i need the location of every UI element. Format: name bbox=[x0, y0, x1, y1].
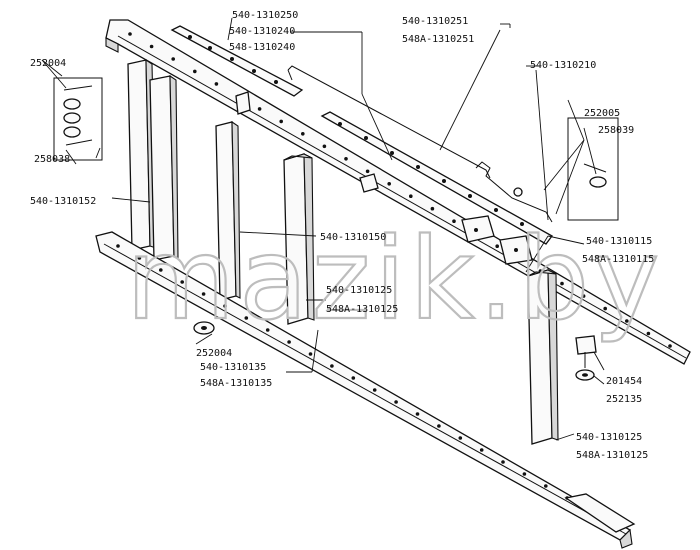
label-540-1310152: 540-1310152 bbox=[30, 196, 96, 207]
rail-hole bbox=[560, 281, 564, 286]
rail-hole bbox=[308, 352, 313, 356]
rail-hole bbox=[257, 107, 262, 111]
label-540-1310115: 540-1310115 bbox=[586, 236, 652, 247]
lower-washer bbox=[193, 321, 215, 335]
label-540-1310135: 540-1310135 bbox=[200, 362, 266, 373]
part-labels: 540-1310250 540-1310240 548-1310240 540-… bbox=[30, 10, 654, 461]
rail-hole bbox=[149, 44, 154, 49]
label-540-1310150: 540-1310150 bbox=[320, 232, 386, 243]
rail-hole bbox=[287, 340, 291, 344]
rail-hole bbox=[193, 69, 197, 74]
rail-hole bbox=[265, 328, 270, 332]
upper-flat-bar bbox=[170, 25, 304, 97]
label-548A-1310135: 548A-1310135 bbox=[200, 378, 272, 389]
middle-flat-bar bbox=[320, 111, 553, 245]
label-540-1310240: 540-1310240 bbox=[229, 26, 295, 37]
label-548A-1310115: 548A-1310115 bbox=[582, 254, 654, 265]
label-258039: 258039 bbox=[598, 125, 634, 136]
rail-hole bbox=[437, 424, 441, 428]
center-brackets bbox=[235, 91, 533, 265]
rail-hole bbox=[365, 169, 370, 174]
label-540-1310125-lower: 540-1310125 bbox=[576, 432, 642, 443]
rail-hole bbox=[201, 292, 206, 296]
rail-hole bbox=[479, 448, 484, 452]
label-548A-1310251: 548A-1310251 bbox=[402, 34, 474, 45]
right-vertical-post bbox=[527, 269, 559, 445]
rail-hole bbox=[430, 206, 435, 211]
hook-rod bbox=[475, 161, 553, 223]
rail-hole bbox=[244, 316, 249, 320]
bent-rod bbox=[287, 65, 491, 179]
rail-hole bbox=[223, 304, 227, 308]
rail-hole bbox=[301, 132, 305, 136]
end-plate bbox=[564, 493, 636, 533]
rail-hole bbox=[646, 331, 651, 336]
left-fastener-group bbox=[53, 77, 103, 161]
label-548A-1310125-upper: 548A-1310125 bbox=[326, 304, 398, 315]
rail-hole bbox=[214, 82, 219, 86]
leader-lines bbox=[41, 17, 605, 441]
rail-hole bbox=[495, 244, 500, 248]
left-vertical-post bbox=[127, 58, 179, 261]
rail-hole bbox=[501, 460, 505, 464]
rail-hole bbox=[522, 472, 527, 476]
watermark: mazik.by bbox=[126, 215, 663, 345]
label-252004-bottom: 252004 bbox=[196, 348, 232, 359]
rail-hole bbox=[603, 306, 607, 311]
rail-hole bbox=[668, 344, 672, 348]
rail-hole bbox=[344, 157, 348, 161]
label-540-1310250: 540-1310250 bbox=[232, 10, 298, 21]
label-252005: 252005 bbox=[584, 108, 620, 119]
label-548-1310240: 548-1310240 bbox=[229, 42, 295, 53]
label-252135: 252135 bbox=[606, 394, 642, 405]
label-540-1310210: 540-1310210 bbox=[530, 60, 596, 71]
rail-hole bbox=[137, 256, 142, 260]
rail-hole bbox=[116, 244, 120, 248]
rail-hole bbox=[180, 280, 184, 284]
rail-hole bbox=[330, 364, 334, 368]
rail-hole bbox=[625, 319, 629, 323]
label-540-1310125-upper: 540-1310125 bbox=[326, 285, 392, 296]
rail-hole bbox=[159, 268, 163, 272]
rail-hole bbox=[581, 294, 586, 298]
label-548A-1310125-lower: 548A-1310125 bbox=[576, 450, 648, 461]
rail-hole bbox=[279, 119, 284, 124]
rail-hole bbox=[387, 182, 392, 186]
label-201454: 201454 bbox=[606, 376, 642, 387]
lower-rail bbox=[95, 231, 633, 549]
label-252004-top: 252004 bbox=[30, 58, 66, 69]
square-tube bbox=[283, 153, 315, 325]
bolt-and-washer bbox=[575, 335, 597, 381]
rail-hole bbox=[458, 436, 463, 440]
right-fastener-group bbox=[567, 117, 619, 221]
rail-hole bbox=[128, 32, 132, 36]
rail-hole bbox=[415, 412, 420, 416]
rail-hole bbox=[351, 376, 356, 380]
rail-hole bbox=[452, 219, 456, 223]
label-258038: 258038 bbox=[34, 154, 70, 165]
rail-hole bbox=[394, 400, 398, 404]
rail-hole bbox=[544, 484, 548, 488]
rail-hole bbox=[409, 194, 413, 198]
rail-hole bbox=[322, 144, 327, 149]
middle-vertical-post bbox=[215, 120, 241, 301]
rail-hole bbox=[171, 57, 175, 61]
label-540-1310251: 540-1310251 bbox=[402, 16, 468, 27]
rail-hole bbox=[372, 388, 377, 392]
